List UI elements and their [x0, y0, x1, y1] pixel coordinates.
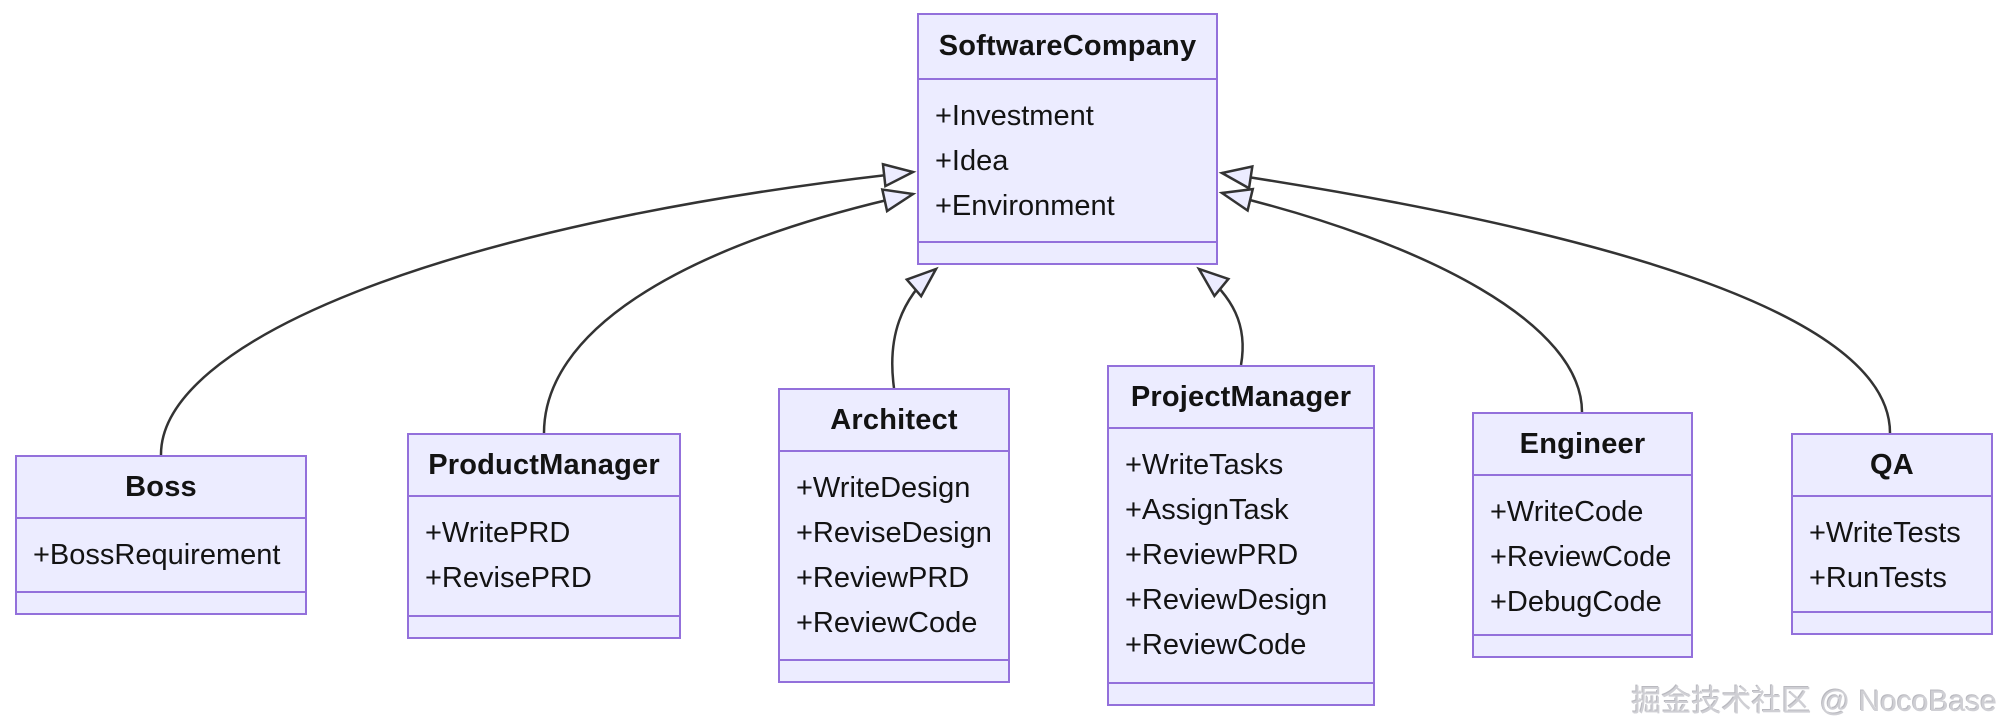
class-member: +WriteTests — [1809, 517, 1961, 549]
members-compartment: +BossRequirement — [17, 517, 305, 591]
watermark-text: 掘金技术社区 @ NocoBase — [1631, 685, 1997, 718]
class-architect: Architect +WriteDesign +ReviseDesign +Re… — [778, 388, 1010, 683]
class-title: ProductManager — [428, 448, 660, 481]
members-compartment: +WriteCode +ReviewCode +DebugCode — [1474, 474, 1691, 634]
edge-productmanager-to-softwarecompany — [542, 188, 917, 434]
class-title: SoftwareCompany — [938, 30, 1197, 62]
edge-boss-to-softwarecompany — [159, 162, 917, 456]
members-compartment: +WriteTasks +AssignTask +ReviewPRD +Revi… — [1109, 427, 1373, 682]
members-compartment: +WriteDesign +ReviseDesign +ReviewPRD +R… — [780, 450, 1008, 659]
members-compartment: +WritePRD +RevisePRD — [409, 495, 679, 615]
methods-compartment — [1793, 611, 1991, 633]
class-member: +DebugCode — [1490, 586, 1662, 618]
class-member: +ReviewDesign — [1125, 584, 1328, 616]
methods-compartment — [919, 241, 1216, 263]
methods-compartment — [409, 615, 679, 637]
methods-compartment — [1109, 682, 1373, 704]
edge-qa-to-softwarecompany — [1218, 164, 1892, 434]
class-member: +WriteTasks — [1125, 449, 1284, 481]
members-compartment: +Investment +Idea +Environment — [919, 78, 1216, 241]
class-member: +WriteCode — [1490, 496, 1644, 528]
class-title: ProjectManager — [1130, 380, 1352, 413]
methods-compartment — [1474, 634, 1691, 656]
class-softwarecompany: SoftwareCompany +Investment +Idea +Envir… — [917, 13, 1218, 265]
class-member: +ReviewCode — [1125, 629, 1307, 661]
methods-compartment — [17, 591, 305, 613]
class-title: Engineer — [1519, 427, 1646, 460]
methods-compartment — [780, 659, 1008, 681]
class-member: +Idea — [935, 145, 1009, 177]
members-compartment: +WriteTests +RunTests — [1793, 495, 1991, 611]
class-member: +WritePRD — [425, 517, 571, 549]
edge-engineer-to-softwarecompany — [1218, 187, 1584, 413]
edge-projectmanager-to-softwarecompany — [1196, 266, 1244, 366]
class-title: QA — [1870, 448, 1914, 481]
class-projectmanager: ProjectManager +WriteTasks +AssignTask +… — [1107, 365, 1375, 706]
class-member: +RunTests — [1809, 562, 1947, 594]
class-productmanager: ProductManager +WritePRD +RevisePRD — [407, 433, 681, 639]
class-member: +Investment — [935, 100, 1094, 132]
class-member: +AssignTask — [1125, 494, 1289, 526]
class-member: +WriteDesign — [796, 472, 971, 504]
class-engineer: Engineer +WriteCode +ReviewCode +DebugCo… — [1472, 412, 1693, 658]
class-member: +Environment — [935, 190, 1115, 222]
class-member: +ReviewCode — [1490, 541, 1672, 573]
class-member: +ReviseDesign — [796, 517, 992, 549]
class-member: +ReviewPRD — [1125, 539, 1299, 571]
class-qa: QA +WriteTests +RunTests — [1791, 433, 1993, 635]
class-title: Architect — [830, 403, 958, 436]
class-boss: Boss +BossRequirement — [15, 455, 307, 615]
class-member: +ReviewCode — [796, 607, 978, 639]
class-member: +BossRequirement — [33, 539, 281, 571]
edge-architect-to-softwarecompany — [891, 266, 939, 389]
class-title: Boss — [125, 470, 197, 503]
class-member: +RevisePRD — [425, 562, 592, 594]
class-member: +ReviewPRD — [796, 562, 970, 594]
